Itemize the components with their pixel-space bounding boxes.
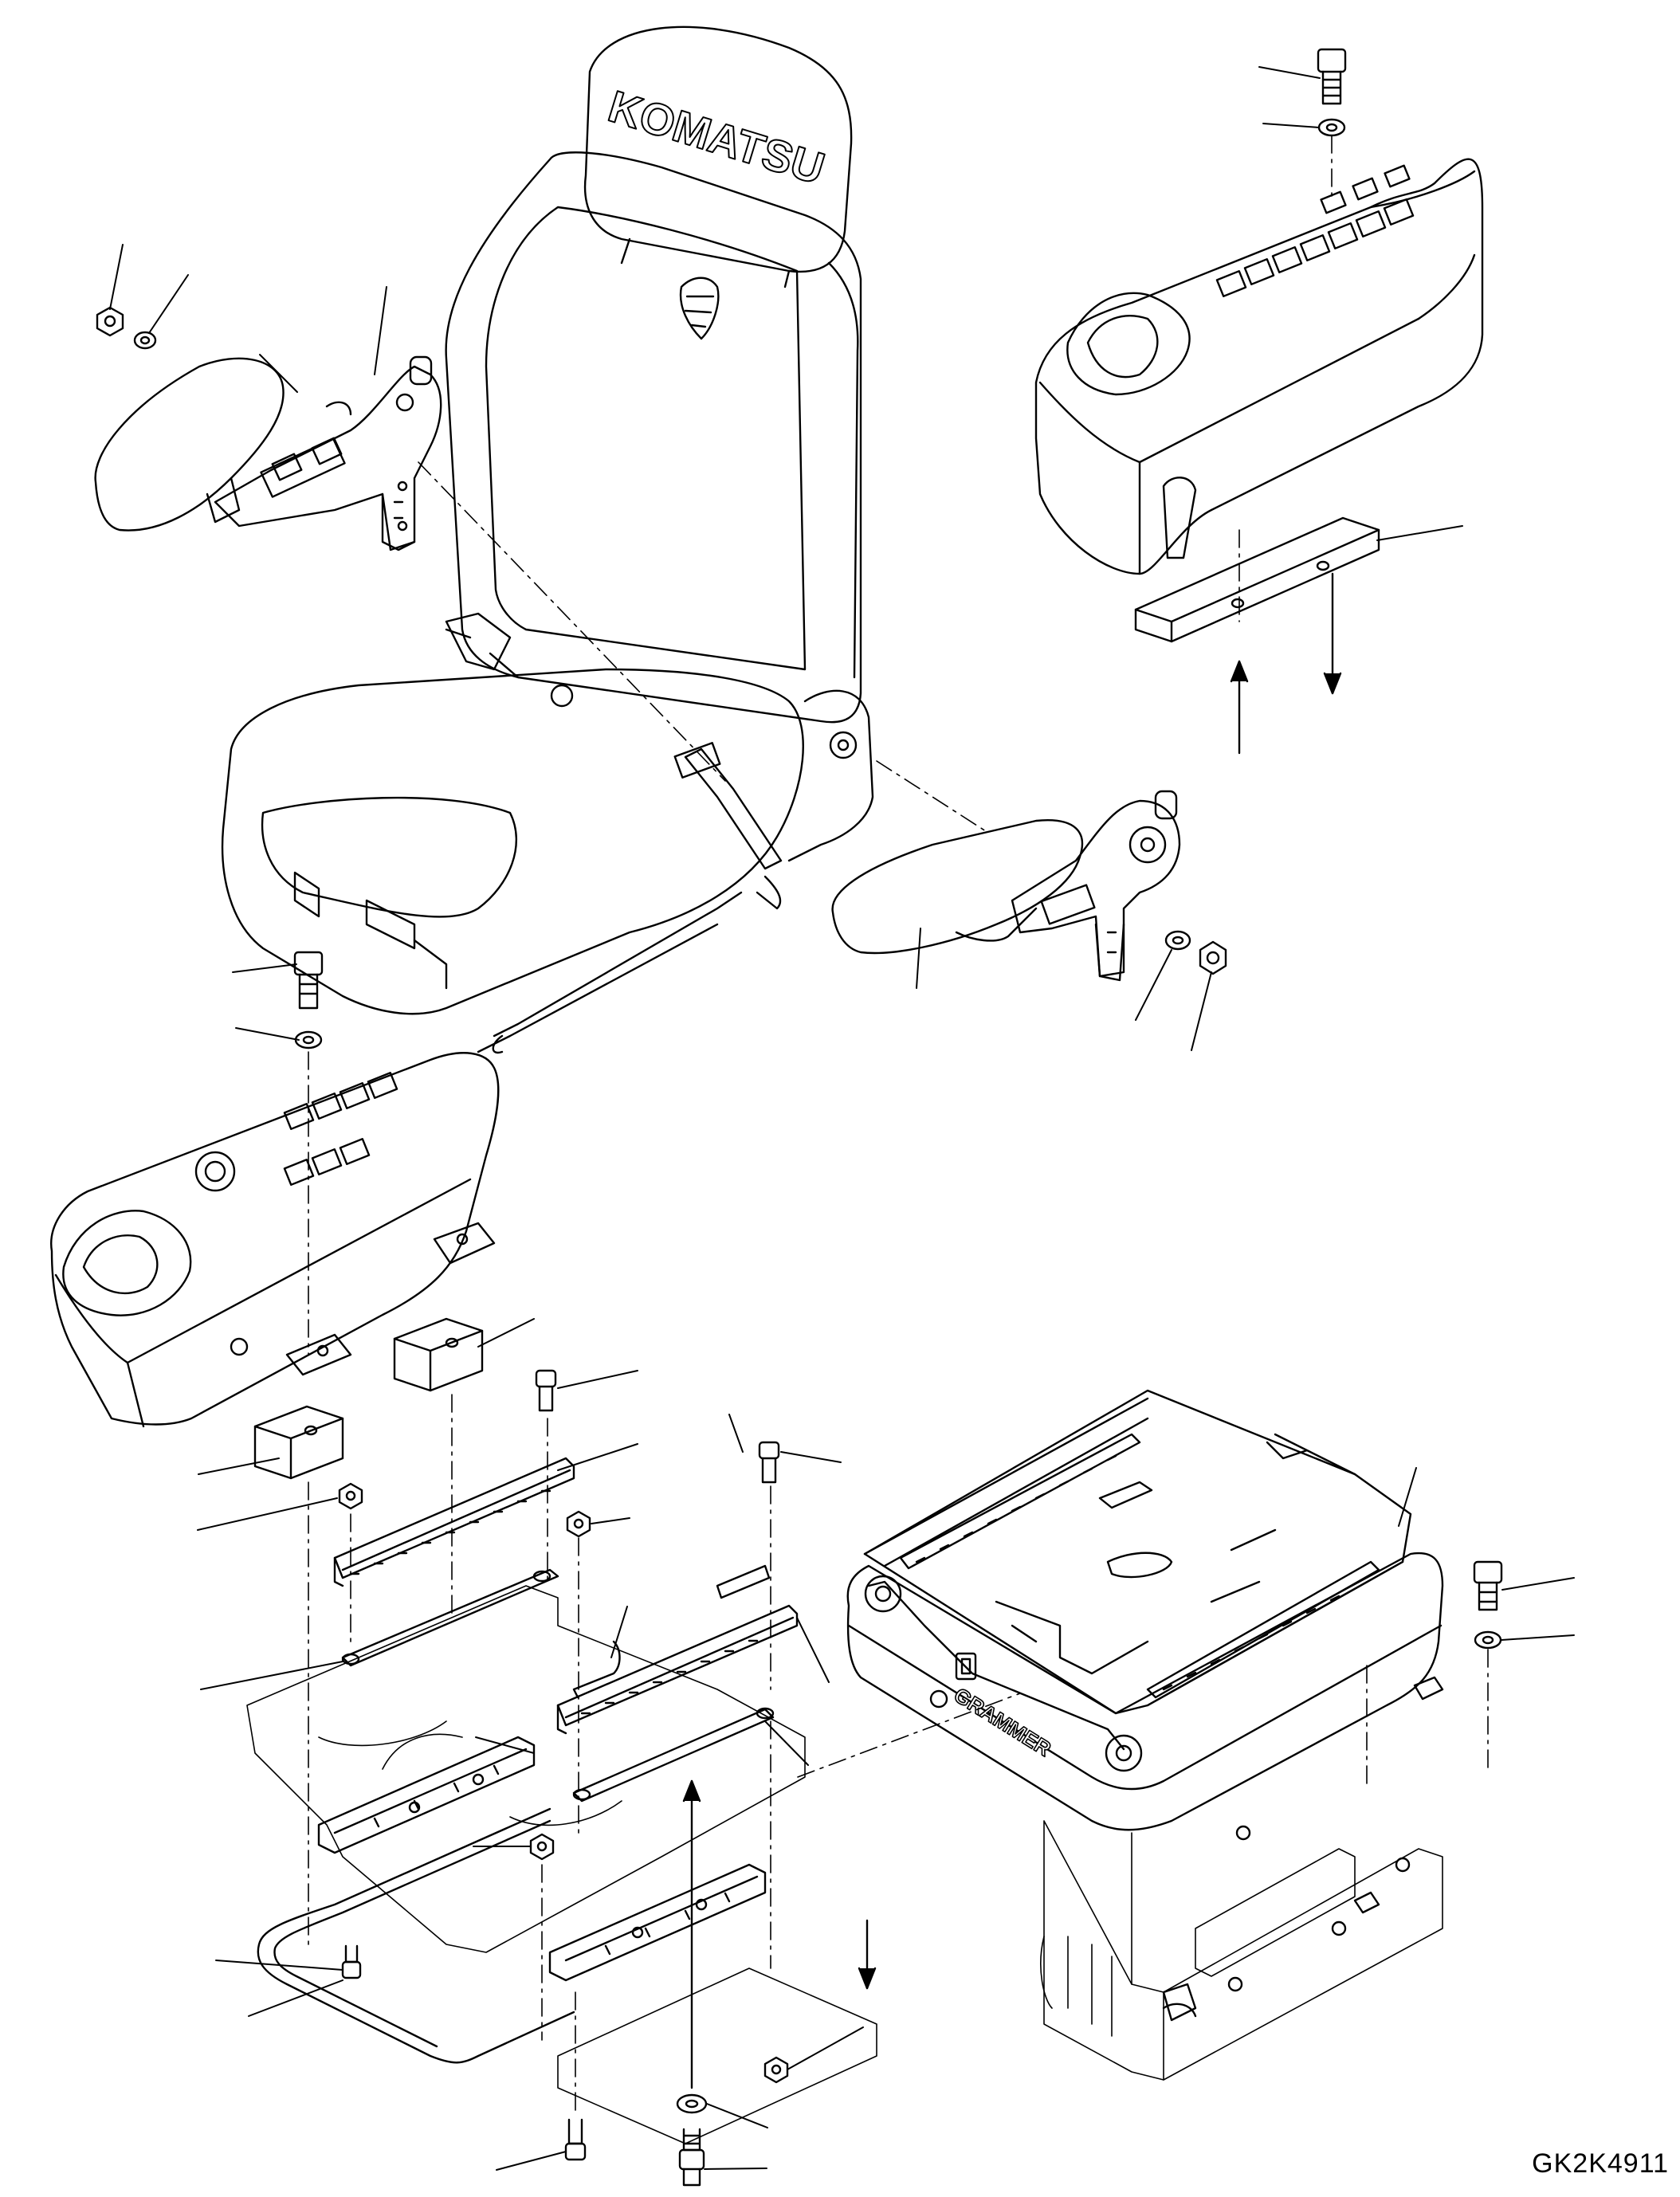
seat-brand-logo: KOMATSU (603, 80, 830, 194)
left-console-mount-foot (287, 1223, 494, 1375)
rail-screw (536, 1371, 555, 1410)
rail-nut (340, 1484, 362, 1508)
rail-nut (531, 1834, 553, 1859)
right-armrest-pad (833, 820, 1082, 953)
headrest (585, 27, 851, 272)
right-console-joystick-boot (1067, 293, 1189, 394)
rail-install-arrows (684, 1781, 875, 2088)
right-console-switch-panel (1217, 166, 1413, 296)
left-console-bolt (295, 952, 322, 1008)
rail-bolt (680, 2129, 704, 2185)
right-console-spacer (1136, 518, 1379, 641)
backrest (446, 152, 861, 722)
right-armrest-hinge (1012, 801, 1180, 976)
seat-belt (446, 614, 518, 677)
assembly-centerlines (308, 135, 1488, 2112)
left-armrest-hinge (215, 367, 441, 550)
fore-aft-lever (478, 893, 741, 1053)
right-armrest-nut (1200, 942, 1226, 974)
seat-cushion (222, 669, 803, 1014)
seat-slide-rails (247, 1371, 877, 2185)
right-console-washer (1319, 120, 1344, 135)
upper-slide-bar-left (343, 1570, 558, 1665)
left-console-joystick-boot (63, 1210, 190, 1315)
seat-side-bracket (789, 691, 873, 861)
rail-screw (760, 1442, 779, 1482)
upper-slide-rail-left (335, 1458, 574, 1586)
left-armrest-nut (97, 308, 123, 335)
callout-leader-lines (110, 67, 1574, 2170)
seat-belt-buckle (675, 743, 720, 777)
lower-slide-rail-left (319, 1737, 534, 1853)
suspension-adjust-knob (866, 1576, 901, 1611)
upper-slide-rail-right (558, 1606, 797, 1733)
right-armrest-washer (1166, 932, 1190, 949)
right-armrest (833, 791, 1226, 980)
operator-seat: KOMATSU (222, 27, 873, 1053)
lower-slide-rail-right (550, 1865, 765, 1980)
rail-washer (677, 2095, 706, 2113)
suspension-connector (1415, 1677, 1443, 1699)
left-console-switch-panel (196, 1073, 397, 1191)
drawing-code: GK2K4911 (1532, 2148, 1669, 2179)
weight-indicator-window (956, 1654, 975, 1679)
left-armrest (96, 308, 442, 550)
suspension-washer (1475, 1632, 1501, 1648)
suspension-bolt (1474, 1562, 1501, 1610)
suspension-top-frame (865, 1391, 1411, 1713)
slide-lock-latch (717, 1566, 769, 1598)
right-console-install-arrows (1231, 574, 1340, 753)
rail-nut (567, 1512, 590, 1536)
seat-emblem-icon (681, 278, 718, 339)
right-console-lock-lever (1164, 477, 1195, 558)
suspension-brand-emblem-icon (931, 1691, 947, 1707)
right-console-body (1036, 159, 1482, 574)
backrest-side-bolster (829, 263, 858, 677)
seat-cushion-button (551, 685, 572, 706)
left-armrest-pad (96, 359, 284, 531)
right-control-console (1036, 49, 1482, 753)
suspension-lower-housing (1044, 1821, 1443, 2080)
left-armrest-knob (410, 357, 431, 384)
left-console-rubber-mount (255, 1406, 343, 1478)
suspension-brand-logo: GRAMMER (950, 1683, 1055, 1761)
rail-screw (566, 2120, 585, 2160)
suspension-adjust-knob (1106, 1736, 1141, 1771)
right-console-bolt (1318, 49, 1345, 104)
left-armrest-washer (135, 332, 155, 348)
slide-base-plate (247, 1586, 805, 1952)
left-control-console (51, 952, 498, 1478)
rail-screw (343, 1946, 360, 1978)
left-console-body (51, 1053, 498, 1424)
rail-nut (765, 2058, 787, 2082)
right-armrest-knob (1156, 791, 1176, 818)
left-console-rubber-mount (394, 1319, 482, 1391)
seat-suspension-unit: GRAMMER (848, 1391, 1501, 2080)
headrest-stem (622, 239, 789, 287)
upper-slide-bar-right (574, 1709, 773, 1801)
